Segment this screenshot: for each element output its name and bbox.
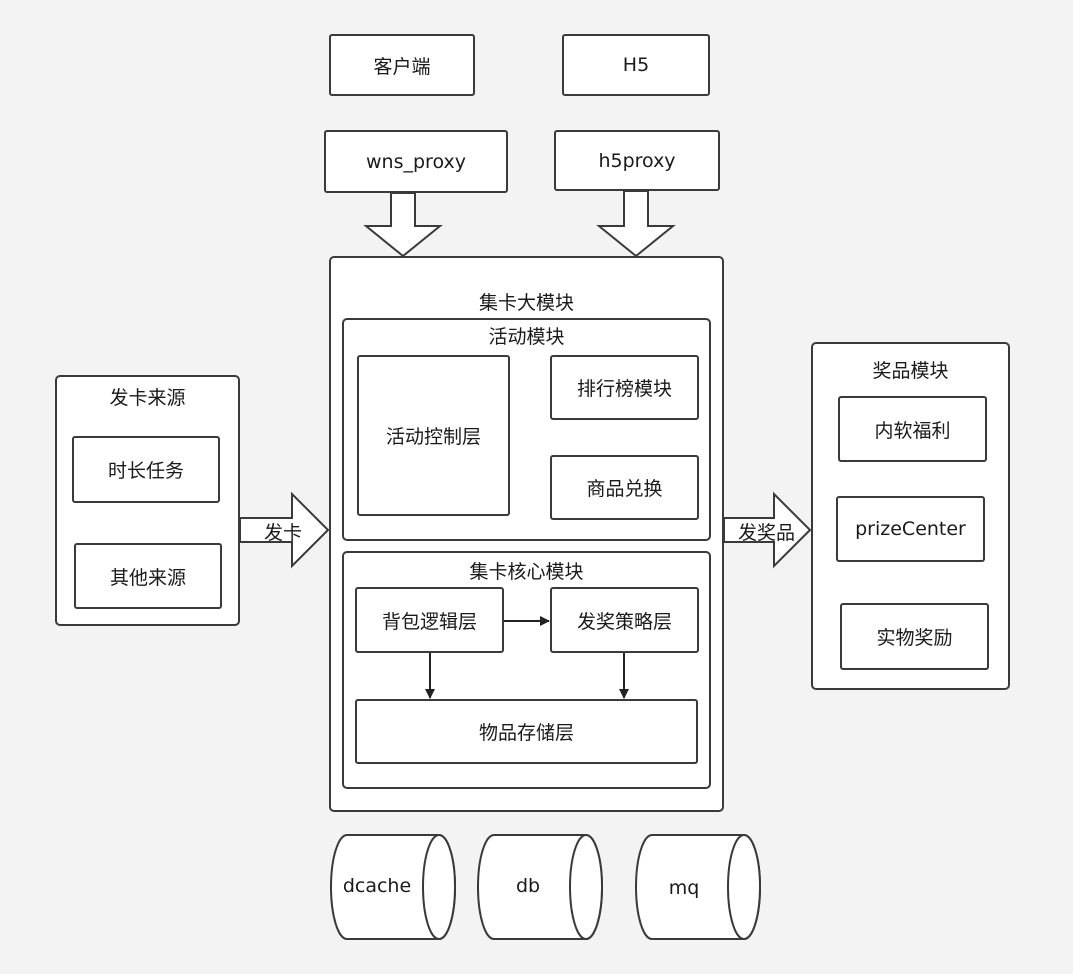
client-box: 客户端 (329, 34, 475, 96)
h5-label: H5 (622, 54, 650, 76)
prize-center: prizeCenter (836, 496, 985, 562)
h5proxy-down-arrow (596, 190, 676, 258)
internal-benefit: 内软福利 (838, 396, 987, 462)
duration-task: 时长任务 (72, 436, 220, 503)
duration-task-label: 时长任务 (107, 460, 184, 482)
ranking-module: 排行榜模块 (550, 355, 699, 420)
mq-label: mq (668, 877, 700, 899)
other-sources: 其他来源 (74, 543, 222, 609)
activity-module-title: 活动模块 (488, 326, 565, 348)
h5-box: H5 (562, 34, 710, 96)
award-strategy-layer-label: 发奖策略层 (576, 610, 672, 633)
issue-card-arrow (239, 491, 330, 569)
goods-exchange: 商品兑换 (550, 455, 699, 520)
physical-reward: 实物奖励 (840, 603, 989, 670)
wns-proxy-box: wns_proxy (324, 130, 508, 193)
activity-control-layer-label: 活动控制层 (385, 426, 481, 448)
prize-module-title: 奖品模块 (872, 360, 949, 382)
wns-proxy-down-arrow (363, 192, 443, 258)
db-label: db (515, 875, 541, 897)
mq-cylinder (635, 834, 761, 940)
item-storage-layer-label: 物品存储层 (478, 722, 574, 744)
db-cylinder (477, 834, 603, 940)
award-strategy-layer: 发奖策略层 (550, 587, 699, 653)
core-module-title: 集卡核心模块 (469, 561, 584, 583)
other-sources-label: 其他来源 (109, 566, 186, 589)
wns-proxy-label: wns_proxy (366, 150, 466, 173)
client-label: 客户端 (373, 55, 431, 78)
ranking-module-label: 排行榜模块 (576, 378, 672, 400)
backpack-logic-layer-label: 背包逻辑层 (381, 610, 477, 633)
card-collection-module-title: 集卡大模块 (478, 292, 574, 314)
dcache-label: dcache (342, 875, 412, 897)
physical-reward-label: 实物奖励 (876, 627, 953, 649)
goods-exchange-label: 商品兑换 (586, 478, 663, 500)
issue-prize-label: 发奖品 (738, 522, 796, 544)
issue-card-label: 发卡 (264, 522, 303, 544)
issue-prize-arrow (723, 491, 812, 569)
item-storage-layer: 物品存储层 (355, 699, 698, 764)
dcache-cylinder (330, 834, 456, 940)
h5proxy-label: h5proxy (598, 149, 676, 172)
prize-center-label: prizeCenter (855, 518, 966, 540)
internal-benefit-label: 内软福利 (874, 419, 951, 442)
backpack-logic-layer: 背包逻辑层 (355, 587, 504, 653)
activity-control-layer: 活动控制层 (357, 355, 510, 516)
card-source-title: 发卡来源 (109, 387, 186, 409)
